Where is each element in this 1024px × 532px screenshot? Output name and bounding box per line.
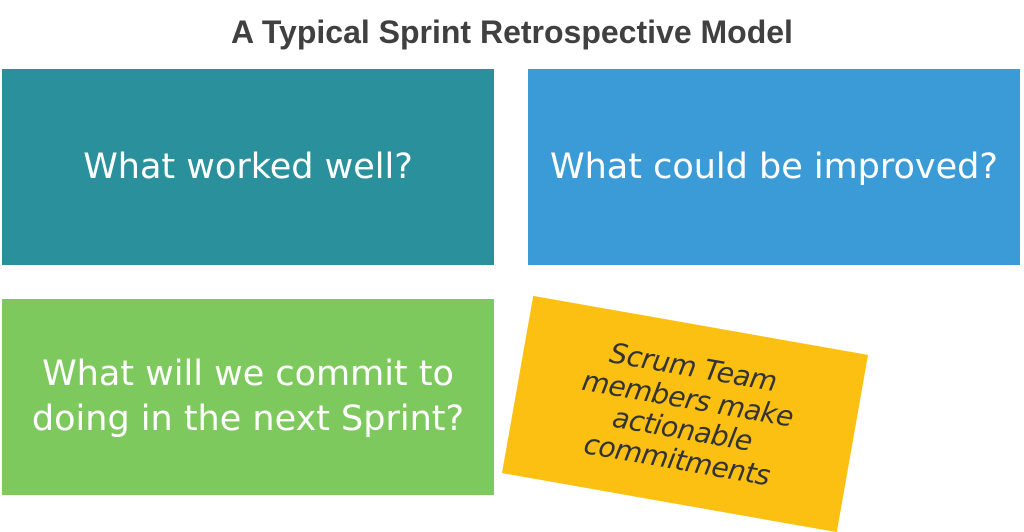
what-worked-well-box: What worked well? — [2, 69, 494, 265]
actionable-commitments-note: Scrum Team members make actionable commi… — [501, 295, 869, 532]
commit-next-sprint-box: What will we commit to doing in the next… — [2, 299, 494, 495]
what-worked-well-label: What worked well? — [83, 147, 413, 187]
actionable-commitments-label: Scrum Team members make actionable commi… — [579, 336, 796, 493]
commit-next-sprint-label: What will we commit to doing in the next… — [31, 353, 465, 440]
diagram-title: A Typical Sprint Retrospective Model — [231, 14, 793, 50]
what-could-be-improved-box: What could be improved? — [528, 69, 1020, 265]
what-could-be-improved-label: What could be improved? — [550, 147, 998, 187]
